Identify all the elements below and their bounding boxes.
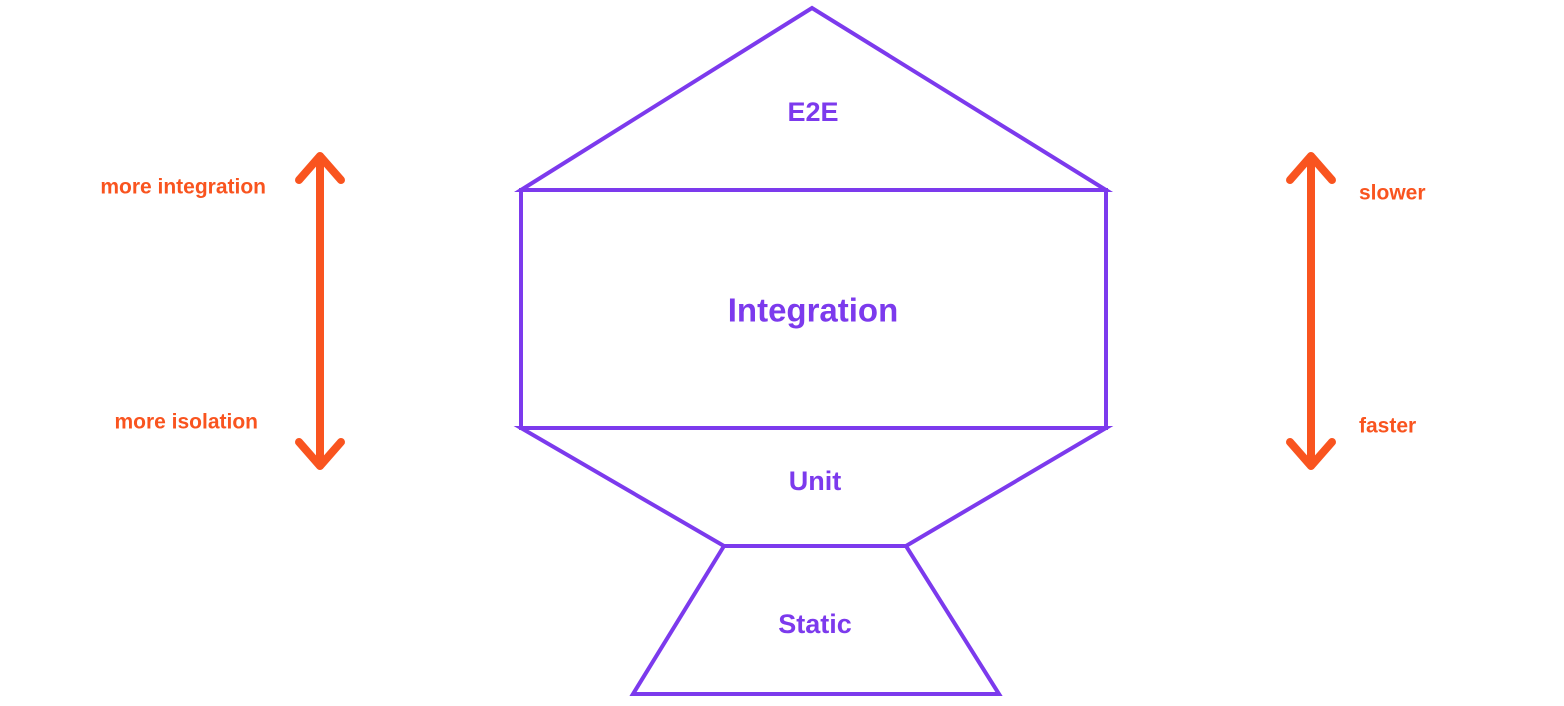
- left-arrow-head-up-icon: [295, 152, 345, 184]
- unit-label: Unit: [789, 466, 841, 496]
- right-axis-top-label: slower: [1359, 182, 1426, 205]
- speed-axis-arrow: [1286, 152, 1336, 470]
- left-axis-top-label: more integration: [100, 176, 266, 199]
- integration-label: Integration: [728, 292, 899, 329]
- layer-static[interactable]: Static: [629, 544, 1003, 696]
- left-axis-bottom-label: more isolation: [114, 411, 258, 434]
- right-arrow-head-down-icon: [1286, 438, 1336, 470]
- left-arrow-head-down-icon: [295, 438, 345, 470]
- layer-e2e[interactable]: E2E: [514, 5, 1114, 192]
- layer-integration[interactable]: Integration: [519, 188, 1108, 430]
- isolation-axis-arrow: [295, 152, 345, 470]
- right-arrow-head-up-icon: [1286, 152, 1336, 184]
- static-trapezoid-outline: [629, 544, 1003, 696]
- static-label: Static: [778, 609, 852, 639]
- right-axis-bottom-label: faster: [1359, 415, 1416, 438]
- layer-unit[interactable]: Unit: [513, 426, 1114, 548]
- e2e-label: E2E: [787, 97, 838, 127]
